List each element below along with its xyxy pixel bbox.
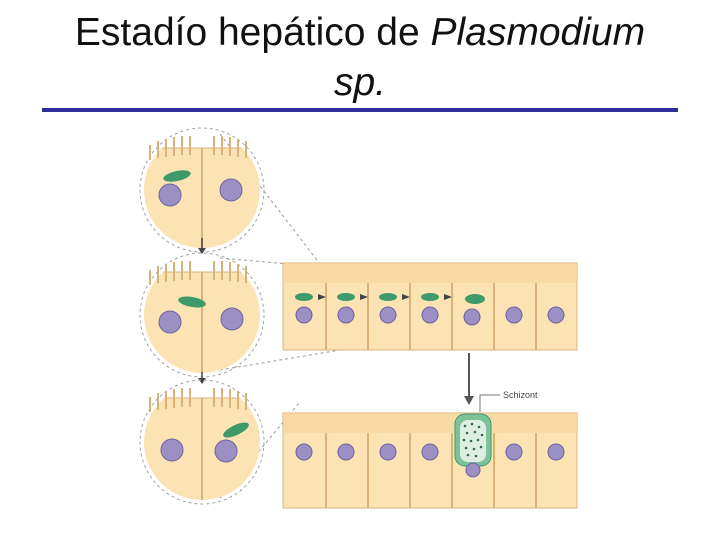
sporozoite [178,296,206,308]
nucleus [505,443,523,461]
nucleus [295,306,313,324]
nucleus [421,306,439,324]
nucleus [465,462,481,478]
schizont-callout: Schizont [479,390,538,412]
hepatocyte-row-schizont [282,412,578,509]
sporozoite [465,294,485,304]
title-underline [42,108,678,112]
nucleus [160,438,184,462]
slide-title: Estadío hepático de Plasmodium sp. [0,8,720,108]
sporozoite [337,293,355,301]
sporozoite [379,293,397,301]
sporozoite [295,293,313,301]
development-arrow [464,353,474,405]
stage-circle-3 [139,379,265,505]
nucleus [220,307,244,331]
nucleus [379,443,397,461]
schizont-label: Schizont [503,390,538,400]
nucleus [158,310,182,334]
stage-arrow-1 [198,238,206,254]
nucleus [505,306,523,324]
nucleus [214,439,238,463]
nucleus [421,443,439,461]
sporozoite [223,422,249,438]
nucleus [219,178,243,202]
stage-circle-2 [139,252,265,378]
title-genus: Plasmodium [430,11,646,54]
nucleus [547,443,565,461]
nucleus [547,306,565,324]
nucleus [379,306,397,324]
nucleus [295,443,313,461]
migration-arrows [318,294,452,300]
sporozoite [421,293,439,301]
nucleus [463,308,481,326]
title-plain: Estadío hepático de [74,11,431,54]
nucleus [337,306,355,324]
hepatocyte-row-migration [282,262,578,351]
microvilli-1 [149,136,247,160]
stage-arrow-2 [198,372,206,384]
sporozoite [163,170,191,182]
nucleus [337,443,355,461]
nucleus [158,183,182,207]
title-species: sp. [333,61,387,104]
